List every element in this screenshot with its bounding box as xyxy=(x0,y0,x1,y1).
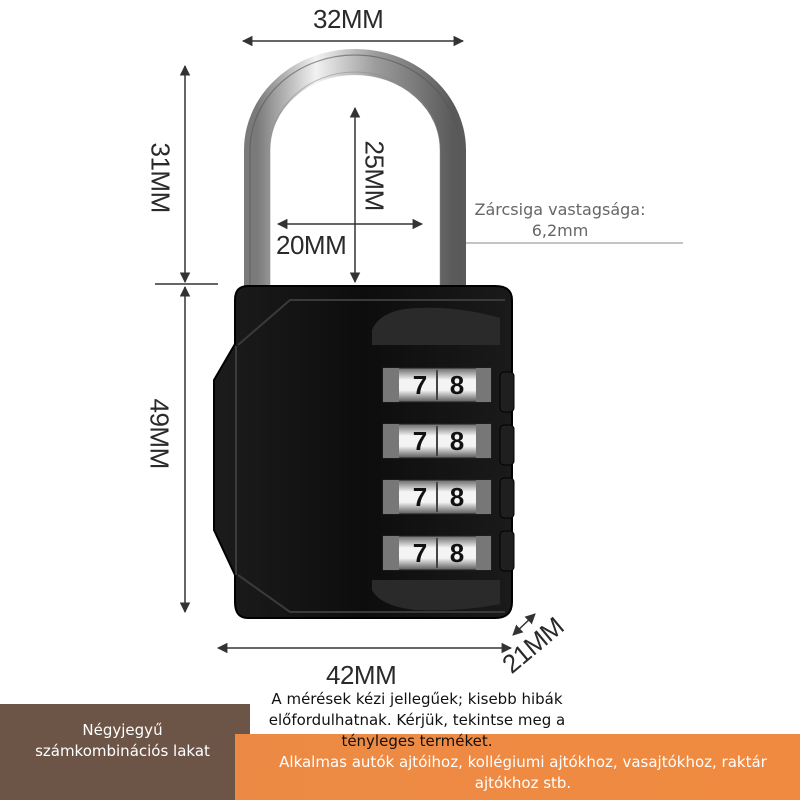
dial-3-digit-1: 7 xyxy=(413,482,427,512)
dial-1-digit-2: 8 xyxy=(450,370,464,400)
dial-4[interactable]: 7 8 xyxy=(382,535,492,571)
combination-dials: 7 8 7 8 7 8 7 8 xyxy=(382,367,492,571)
shackle-thickness-label: Zárcsiga vastagsága: xyxy=(474,200,646,219)
dial-1-digit-1: 7 xyxy=(413,370,427,400)
measurement-disclaimer: A mérések kézi jellegűek; kisebb hibák e… xyxy=(268,690,566,750)
dial-4-digit-1: 7 xyxy=(413,538,427,568)
product-name-line-2: számkombinációs lakat xyxy=(35,742,210,760)
shackle xyxy=(244,49,466,296)
label-32mm: 32MM xyxy=(313,4,384,34)
dial-4-digit-2: 8 xyxy=(450,538,464,568)
label-31mm: 31MM xyxy=(145,142,176,213)
shackle-thickness-note: Zárcsiga vastagsága: 6,2mm xyxy=(470,199,650,241)
dial-2-digit-2: 8 xyxy=(450,426,464,456)
usage-band xyxy=(235,734,800,800)
product-name-line-1: Négyjegyű xyxy=(82,721,163,739)
dimension-lines xyxy=(155,35,683,654)
depth-21-line xyxy=(512,613,536,636)
label-25mm: 25MM xyxy=(359,140,390,211)
dial-1[interactable]: 7 8 xyxy=(382,367,492,403)
dial-2-digit-1: 7 xyxy=(413,426,427,456)
label-42mm: 42MM xyxy=(326,660,397,690)
dial-3[interactable]: 7 8 xyxy=(382,479,492,515)
dial-3-digit-2: 8 xyxy=(450,482,464,512)
product-name-band xyxy=(0,704,250,800)
shackle-thickness-value: 6,2mm xyxy=(531,221,589,240)
label-49mm: 49MM xyxy=(144,398,175,469)
label-20mm: 20MM xyxy=(276,230,347,260)
dial-2[interactable]: 7 8 xyxy=(382,423,492,459)
usage-text: Alkalmas autók ajtóihoz, kollégiumi ajtó… xyxy=(279,753,767,792)
product-name: Négyjegyű számkombinációs lakat xyxy=(10,720,235,762)
